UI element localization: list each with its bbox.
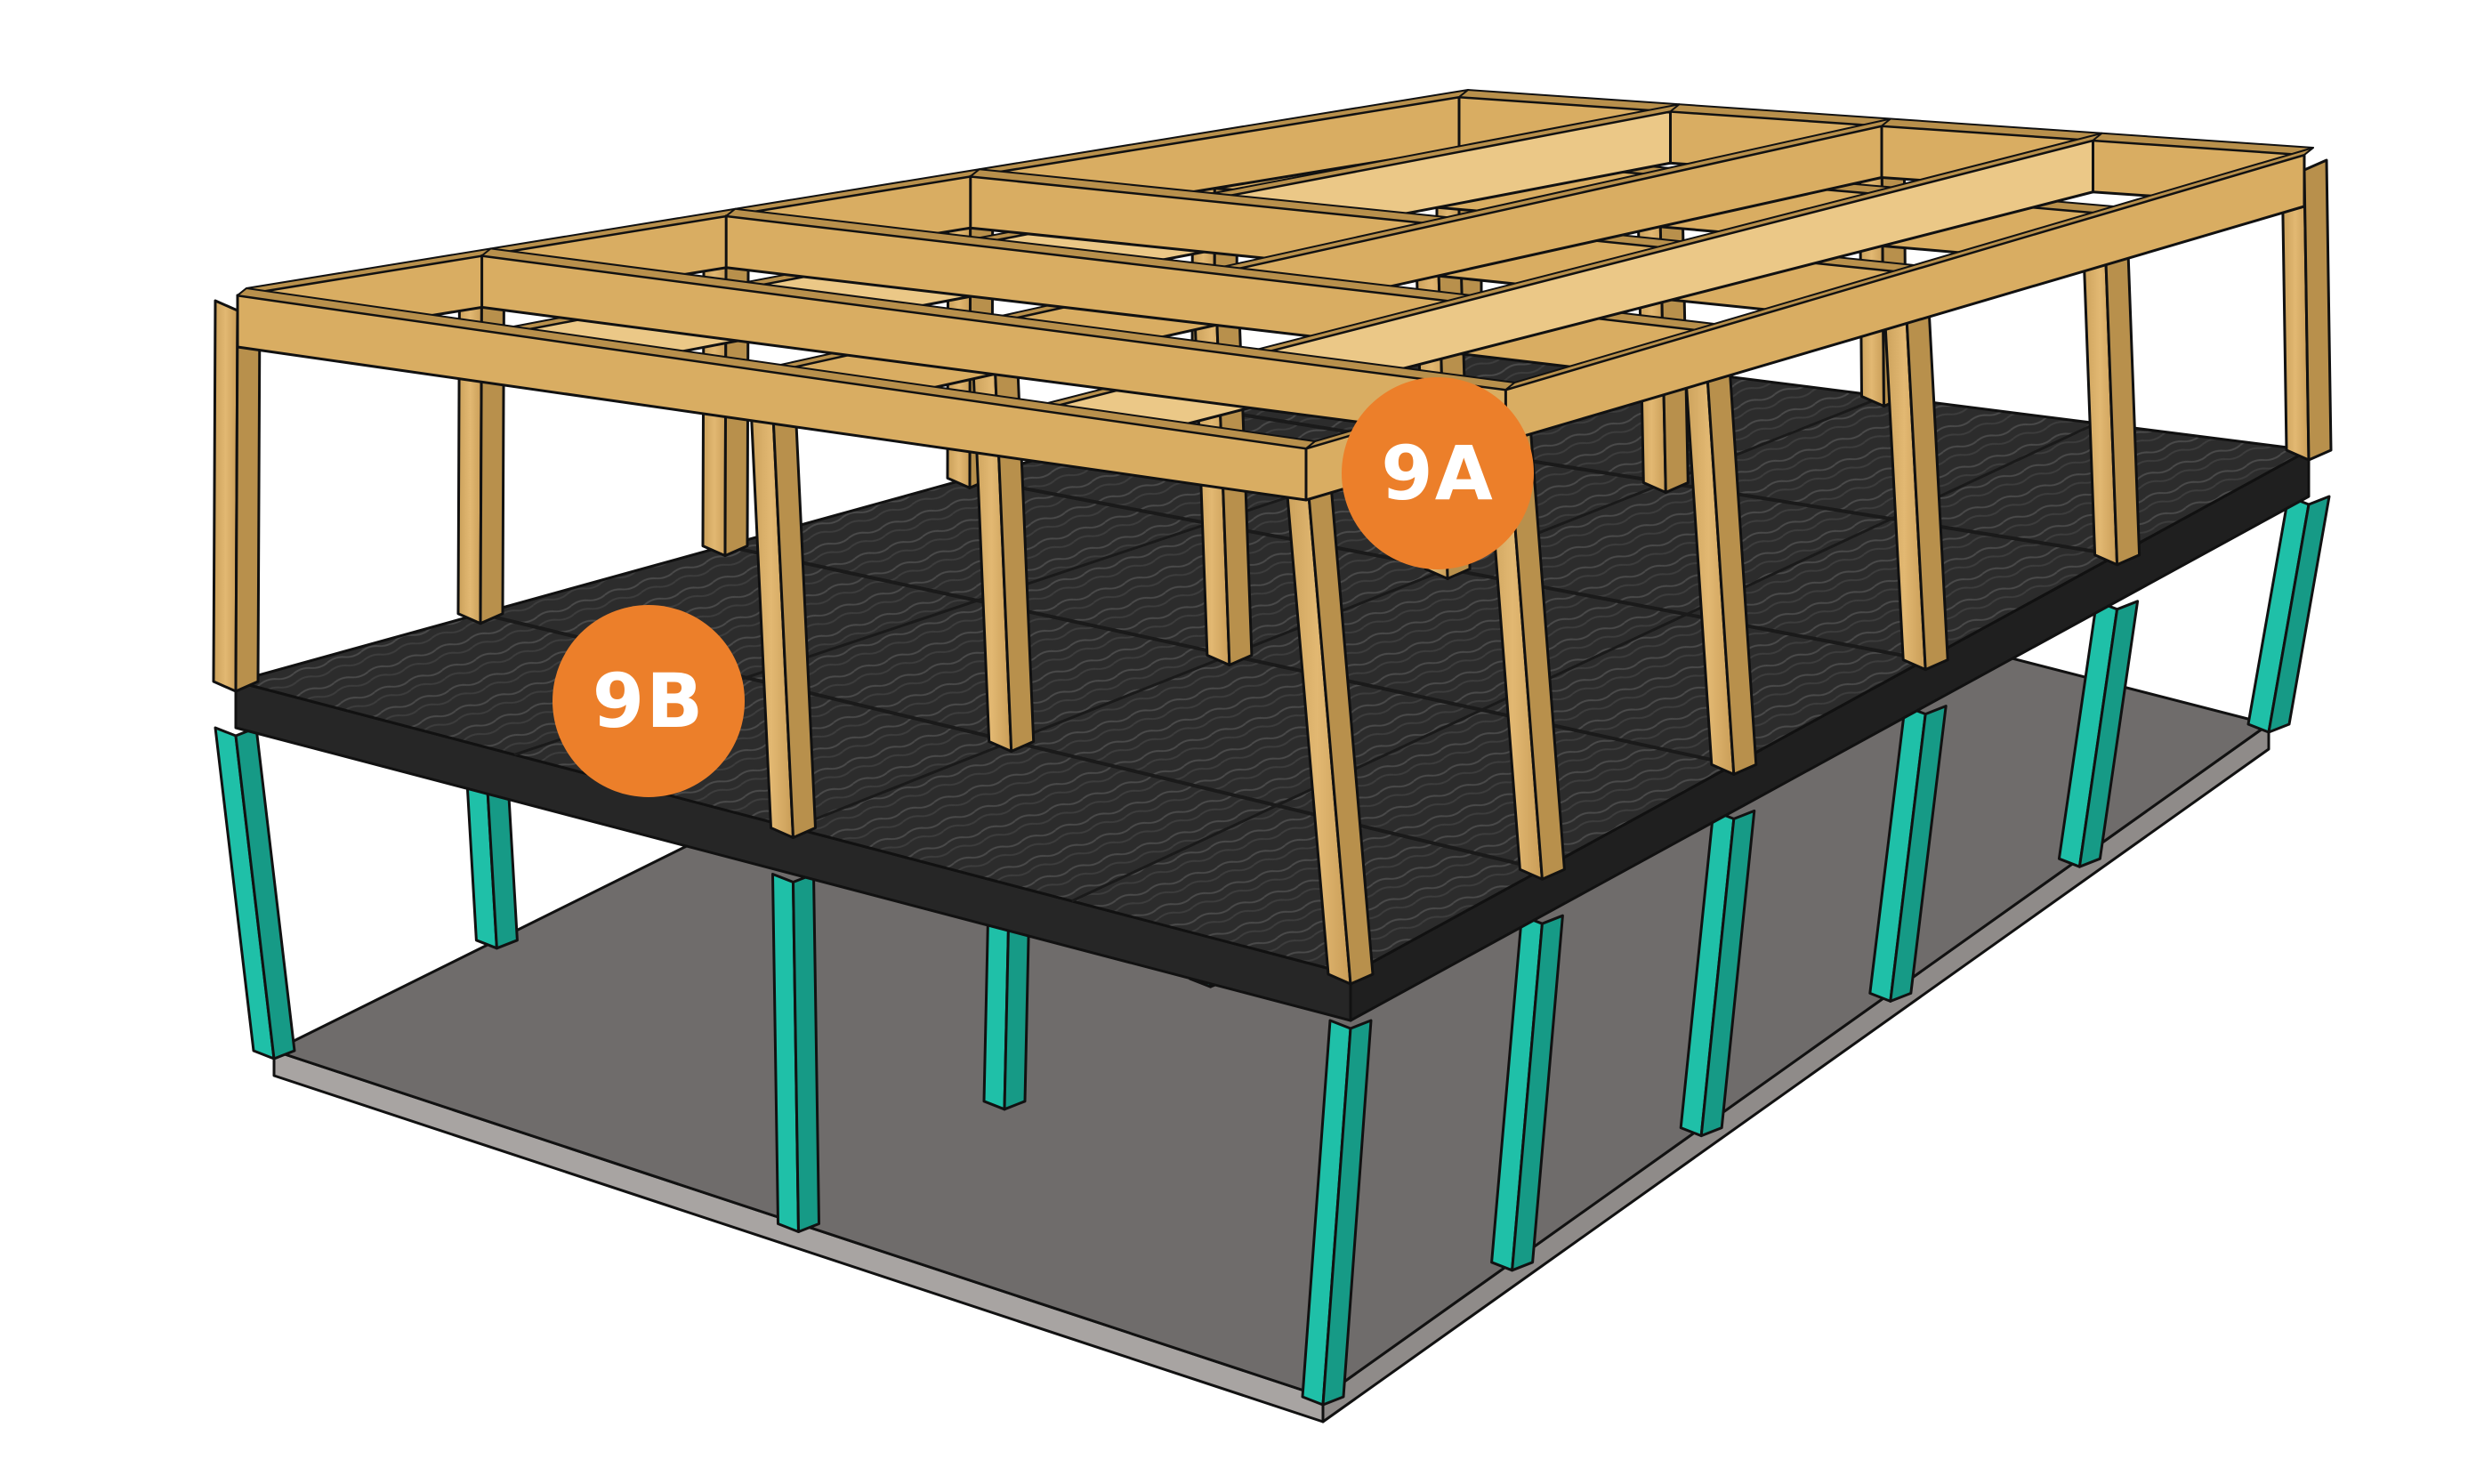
- callout-label-9a: 9A: [1381, 430, 1495, 517]
- deck-slab: [234, 341, 2311, 1022]
- callout-label-9b: 9B: [592, 657, 706, 745]
- callout-badge-9a: 9A: [1342, 377, 1534, 569]
- callout-badge-9b: 9B: [552, 605, 745, 797]
